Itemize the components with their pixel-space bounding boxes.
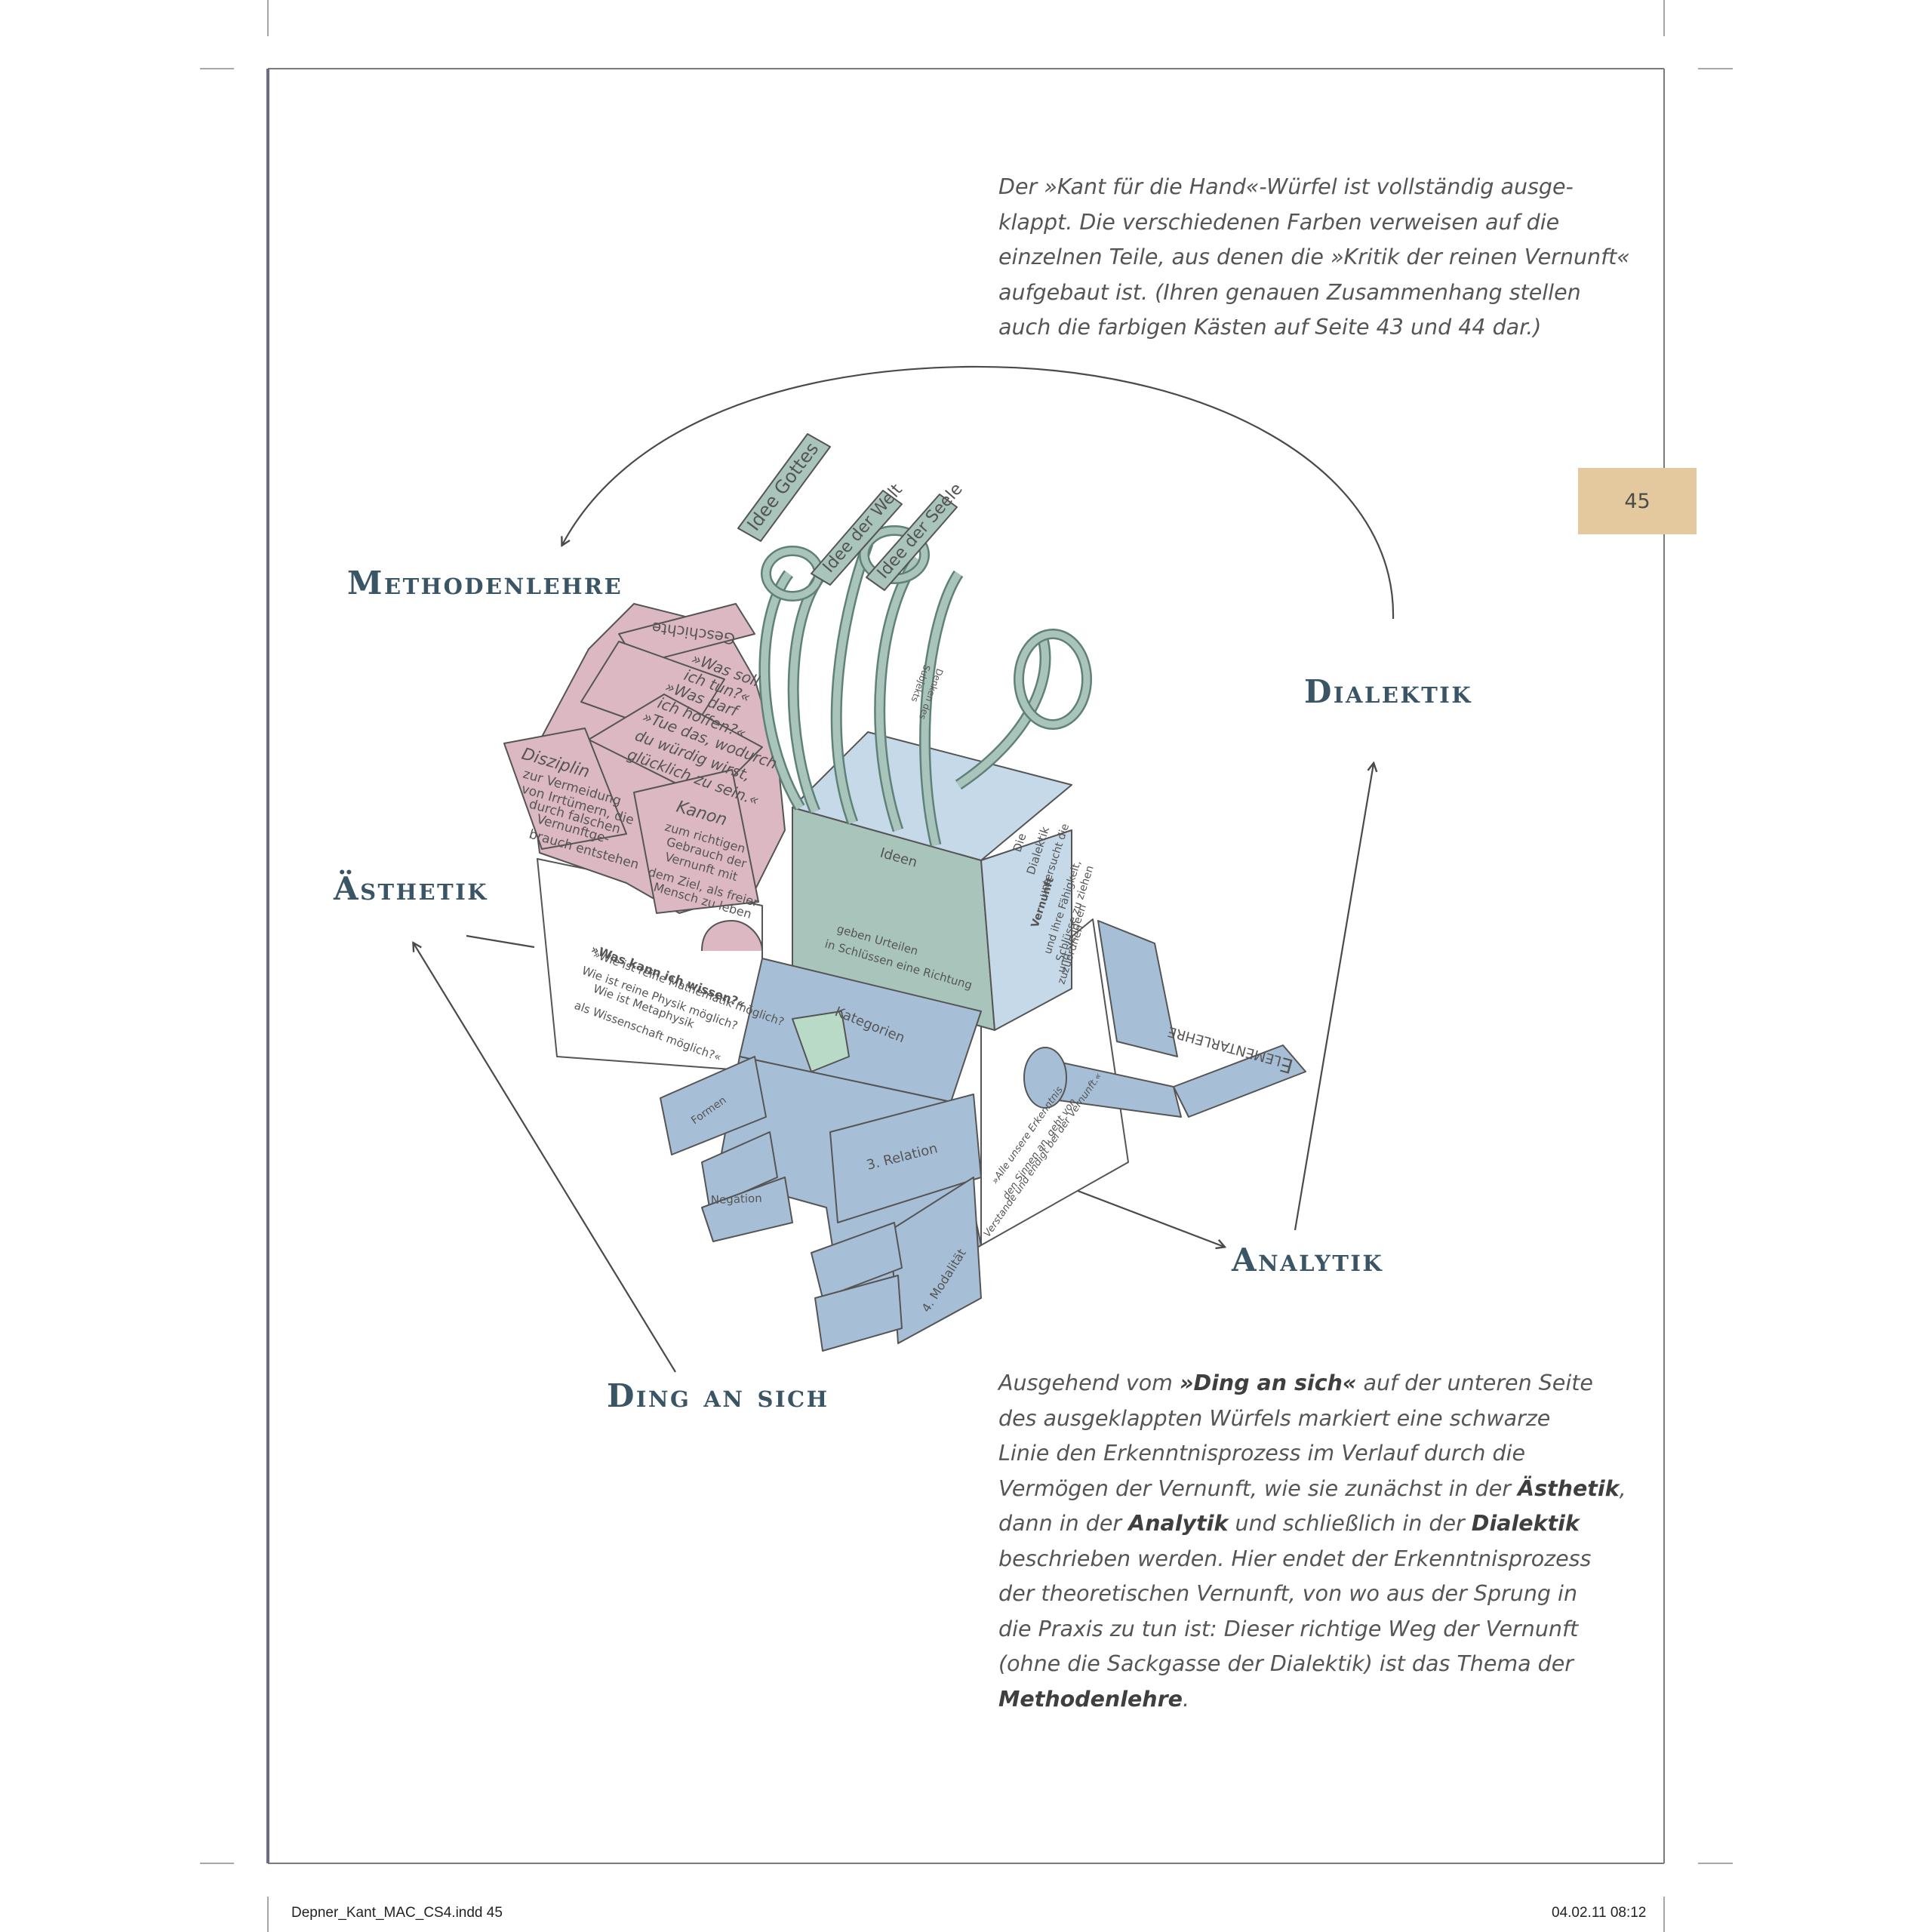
caption-top: Der »Kant für die Hand«-Würfel ist volls… [998, 170, 1630, 346]
loop-right-i [1015, 630, 1091, 728]
elementarlehre-tip [1173, 1044, 1306, 1118]
caption-bottom-line-5: dann in der Analytik und schließlich in … [998, 1506, 1587, 1542]
caption-top-line-5: auch die farbigen Kästen auf Seite 43 un… [998, 315, 1542, 340]
caption-emphasis: Ästhetik [1518, 1475, 1620, 1501]
caption-text: dann in der [998, 1511, 1129, 1536]
arrow-ding-to-aesthetik [414, 943, 676, 1373]
ideen-box-side [980, 829, 1072, 1031]
caption-top-line-2: klappt. Die verschiedenen Farben verweis… [998, 209, 1560, 235]
slug-date: 04.02.11 08:12 [1552, 1905, 1647, 1921]
label-analytik: Analytik [1232, 1241, 1384, 1278]
drawer-right-2 [814, 1275, 903, 1352]
caption-bottom-line-4: Vermögen der Vernunft, wie sie zunächst … [998, 1472, 1626, 1507]
crop-marks [200, 0, 1733, 1932]
caption-emphasis: Dialektik [1471, 1511, 1580, 1536]
caption-text: , [1619, 1475, 1626, 1501]
slug-filename: Depner_Kant_MAC_CS4.indd 45 [291, 1905, 503, 1921]
drawer-right-1 [811, 1222, 903, 1299]
page-frame [266, 68, 1665, 1864]
ideen-loops-fill [760, 542, 1050, 847]
caption-bottom-line-1: Ausgehend vom »Ding an sich« auf der unt… [998, 1366, 1593, 1401]
cube-illustration [503, 433, 1306, 1352]
caption-text: auf der unteren Seite [1356, 1371, 1593, 1395]
caption-text: und schließlich in der [1228, 1511, 1472, 1536]
arrow-analytik [1057, 1182, 1224, 1247]
flag-idee-gottes [737, 433, 831, 542]
caption-bottom-line-6: beschrieben werden. Hier endet der Erken… [998, 1546, 1592, 1571]
caption-text: Vermögen der Vernunft, wie sie zunächst … [998, 1475, 1518, 1501]
caption-top-line-4: aufgebaut ist. (Ihren genauen Zusammenha… [998, 279, 1581, 305]
flag-idee-der-seele [866, 494, 958, 591]
caption-emphasis: Analytik [1128, 1511, 1229, 1536]
caption-text: Ausgehend vom [998, 1371, 1180, 1395]
green-wedge [792, 1011, 850, 1072]
caption-bottom-line-7: der theoretischen Vernunft, von wo aus d… [998, 1581, 1578, 1606]
arrow-aesthetik-connector [466, 934, 535, 949]
caption-top-line-1: Der »Kant für die Hand«-Würfel ist volls… [998, 174, 1574, 199]
page-number: 45 [1624, 489, 1651, 513]
label-methodenlehre: Methodenlehre [347, 565, 623, 601]
caption-bottom: Ausgehend vom »Ding an sich« auf der unt… [998, 1366, 1626, 1718]
caption-emphasis: Methodenlehre [998, 1686, 1183, 1712]
flag-idee-der-welt [811, 490, 903, 586]
caption-bottom-line-2: des ausgeklappten Würfels markiert eine … [998, 1405, 1551, 1431]
label-ding-an-sich: Ding an sich [607, 1377, 829, 1414]
drawer-left-3 [701, 1177, 793, 1242]
caption-emphasis: »Ding an sich« [1179, 1371, 1357, 1395]
caption-bottom-line-8: die Praxis zu tun ist: Dieser richtige W… [998, 1616, 1579, 1641]
cube-labels: Idee Gottes Idee der Welt Idee der Seele… [519, 438, 1295, 1315]
ribbon-roll [1023, 1047, 1067, 1109]
side-steps [1097, 920, 1178, 1057]
negation-text: Negation [711, 1192, 762, 1207]
caption-bottom-line-10: Methodenlehre. [998, 1682, 1587, 1718]
relation-face [829, 1094, 982, 1223]
caption-text: . [1182, 1686, 1190, 1712]
flag-idee-gottes-text: Idee Gottes [743, 438, 823, 535]
arrow-to-dialektik [1294, 764, 1374, 1231]
drawer-left-1 [660, 1056, 767, 1155]
page-number-tab: 45 [1578, 468, 1697, 534]
process-arrows [414, 365, 1395, 1373]
drawer-left-2 [701, 1131, 778, 1208]
caption-top-line-3: einzelnen Teile, aus denen die »Kritik d… [998, 245, 1630, 269]
caption-bottom-line-3: Linie den Erkenntnisprozess im Verlauf d… [998, 1441, 1526, 1466]
caption-bottom-line-9: (ohne die Sackgasse der Dialektik) ist d… [998, 1651, 1574, 1676]
arc-dialektik-to-methodenlehre [562, 365, 1395, 620]
label-dialektik: Dialektik [1304, 673, 1473, 710]
label-aesthetik: Ästhetik [334, 870, 488, 907]
